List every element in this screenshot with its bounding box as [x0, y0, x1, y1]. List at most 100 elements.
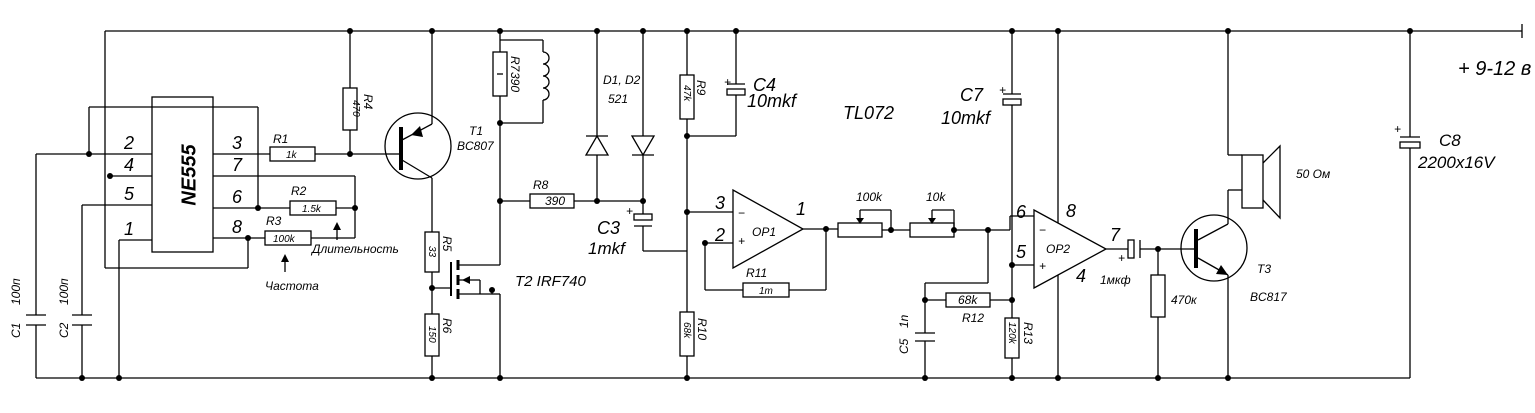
- ne555-pin-8: 8: [232, 217, 242, 237]
- opamp-op1: − + OP1 3 2 1: [687, 188, 838, 290]
- resistor-470k: 470к: [1150, 249, 1198, 381]
- r3-ref: R3: [266, 214, 282, 228]
- speaker-value: 50 Ом: [1296, 167, 1330, 181]
- c4-plus: +: [724, 75, 731, 89]
- r9-ref: R9: [694, 80, 708, 96]
- c8-value: 2200x16V: [1417, 153, 1496, 172]
- c3-plus: +: [626, 204, 633, 218]
- ne555-pin-2: 2: [123, 133, 134, 153]
- potentiometer-10k: 10k: [909, 190, 1034, 238]
- t1-ref: T1: [469, 124, 483, 138]
- mosfet-t2: T2 IRF740: [432, 260, 587, 381]
- capacitor-c7: + C7 10mkf: [941, 28, 1022, 318]
- r11-ref: R11: [746, 266, 767, 280]
- r12-ref: R12: [962, 311, 984, 325]
- r1-ref: R1: [273, 132, 288, 146]
- t1-type: BC807: [457, 139, 495, 153]
- resistor-r1: R1 1k: [269, 132, 385, 162]
- pot1-value: 100k: [856, 190, 883, 204]
- c5-value: 1n: [897, 314, 911, 328]
- capacitor-c8: + C8 2200x16V: [1394, 28, 1496, 378]
- duration-label: Длительность: [310, 242, 399, 256]
- r11-value: 1m: [759, 286, 773, 297]
- op1-minus: −: [738, 206, 745, 220]
- potentiometer-100k: 100k: [837, 190, 910, 238]
- ne555-wiring: [35, 31, 358, 381]
- c7-plus: +: [999, 83, 1006, 97]
- c1-ref: C1: [9, 323, 23, 338]
- r4-value: 470: [350, 100, 361, 117]
- op2-pin-6: 6: [1016, 202, 1027, 222]
- t2-label: T2 IRF740: [515, 273, 587, 290]
- resistor-r5: R5 33: [424, 231, 454, 288]
- r4-ref: R4: [361, 94, 375, 110]
- r13-ref: R13: [1021, 322, 1035, 344]
- capacitor-c5: C5 1n: [897, 230, 989, 381]
- c7-ref: C7: [960, 85, 984, 105]
- r2-value: 1.5k: [302, 204, 322, 215]
- resistor-r8: R8 390: [500, 178, 646, 209]
- op2-pin-7: 7: [1110, 225, 1121, 245]
- ne555-pin-6: 6: [232, 187, 243, 207]
- r1-value: 1k: [286, 150, 298, 161]
- op2-label: OP2: [1046, 242, 1070, 256]
- op1-pin-2: 2: [714, 225, 725, 245]
- r2-ref: R2: [291, 184, 307, 198]
- resistor-r6: R6 150: [424, 285, 454, 381]
- resistor-r7: R7 390: [492, 28, 522, 265]
- power-label: + 9-12 в: [1458, 58, 1531, 80]
- pot2-value: 10k: [926, 190, 946, 204]
- op2-pin-4: 4: [1076, 266, 1086, 286]
- op2-minus: −: [1039, 223, 1046, 237]
- ne555-pin-7: 7: [232, 155, 243, 175]
- capacitor-c3: + C3 1mkf: [588, 204, 687, 258]
- diodes-ref: D1, D2: [603, 73, 641, 87]
- capacitor-c4: + C4 10mkf: [687, 28, 798, 137]
- ne555-pin-3: 3: [232, 133, 242, 153]
- t3-ref: T3: [1257, 262, 1271, 276]
- capacitor-output: + 1мкф: [1100, 239, 1190, 287]
- resistor-r10: R10 68k: [679, 212, 709, 381]
- c4-value: 10mkf: [747, 91, 798, 111]
- opamp-op2: − + OP2 6 5 8 4 7: [1012, 28, 1128, 381]
- r7-value: 390: [508, 72, 522, 92]
- cout-plus: +: [1118, 251, 1125, 265]
- transistor-t3: T3 BC817: [1180, 190, 1288, 381]
- resistor-r4: R4 470: [342, 28, 375, 154]
- c7-value: 10mkf: [941, 108, 992, 128]
- c3-value: 1mkf: [588, 239, 627, 258]
- ne555-timer: NE555 2 4 5 1 3 7 6 8: [82, 96, 355, 253]
- resistor-r2: R2 1.5k: [289, 184, 337, 216]
- diodes-type: 521: [608, 92, 628, 106]
- resistor-r13: R13 120k: [1004, 317, 1035, 381]
- c2-ref: C2: [57, 322, 71, 338]
- c8-plus: +: [1394, 122, 1401, 136]
- r9-value: 47k: [681, 85, 692, 102]
- cout-value: 1мкф: [1100, 273, 1131, 287]
- op1-pin-3: 3: [715, 193, 725, 213]
- r10-ref: R10: [695, 318, 709, 340]
- c5-ref: C5: [897, 338, 911, 354]
- resistor-r9: R9 47k: [679, 28, 708, 215]
- r6-ref: R6: [440, 318, 454, 334]
- ic-label: TL072: [843, 103, 894, 123]
- t3-type: BC817: [1250, 290, 1288, 304]
- op1-pin-1: 1: [796, 199, 806, 219]
- op1-plus: +: [738, 234, 745, 248]
- op1-label: OP1: [752, 225, 776, 239]
- transistor-t1: T1 BC807: [384, 28, 495, 232]
- r12-value: 68k: [958, 293, 978, 307]
- potentiometer-r3: R3 100k Частота Длительность: [264, 214, 399, 293]
- c4-ref: C4: [753, 75, 776, 95]
- resistor-r11: R11 1m: [705, 266, 826, 298]
- op2-pin-8: 8: [1066, 201, 1076, 221]
- c2-value: 100п: [57, 278, 71, 305]
- op2-pin-5: 5: [1016, 242, 1027, 262]
- ne555-pin-5: 5: [124, 184, 135, 204]
- r10-value: 68k: [681, 322, 692, 339]
- r8-ref: R8: [533, 178, 549, 192]
- inductor: [500, 39, 550, 124]
- ne555-pin-1: 1: [124, 219, 134, 239]
- resistor-r12: R12 68k: [925, 292, 1015, 325]
- r13-value: 120k: [1006, 322, 1017, 345]
